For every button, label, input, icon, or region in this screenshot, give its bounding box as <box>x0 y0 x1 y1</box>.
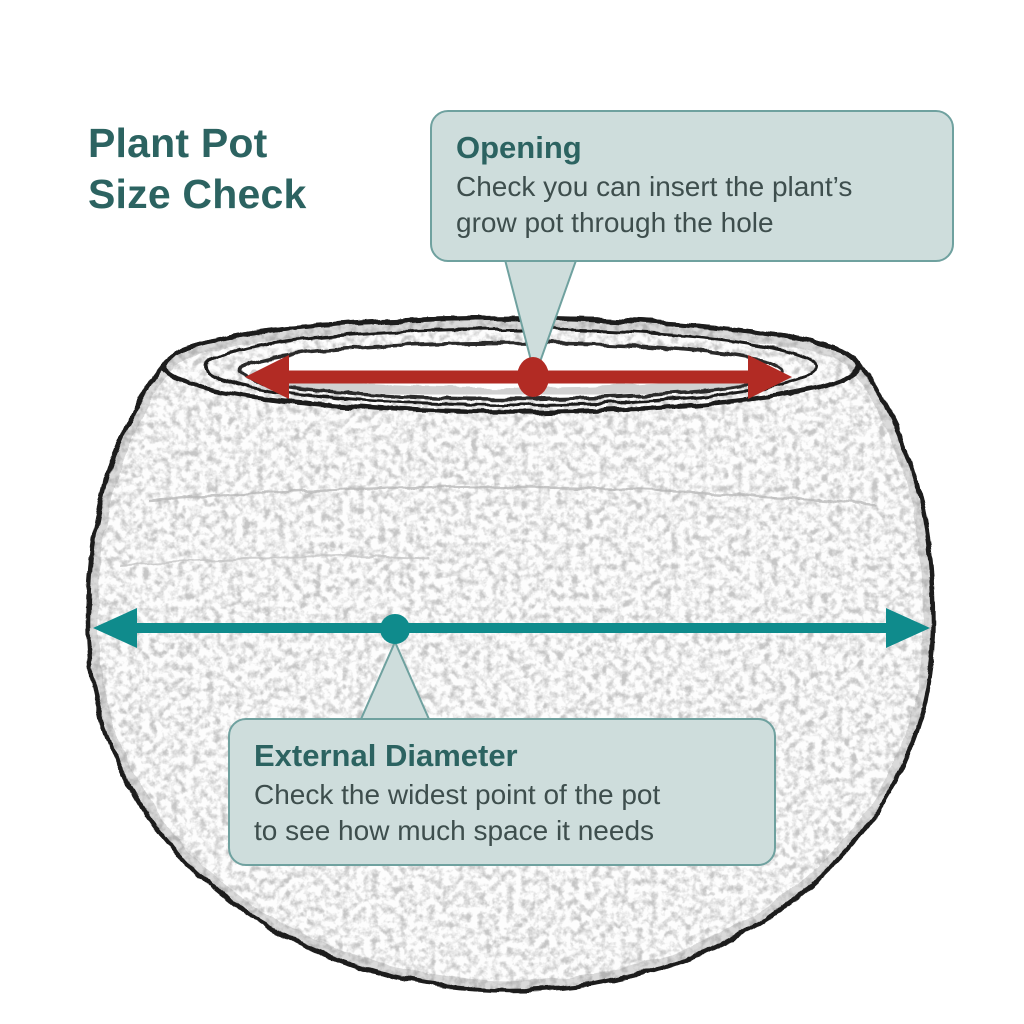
page-title: Plant Pot Size Check <box>88 118 307 221</box>
opening-callout-body: Check you can insert the plant’s grow po… <box>456 171 853 238</box>
diameter-arrow <box>93 608 930 648</box>
opening-arrow <box>245 355 792 399</box>
opening-callout-heading: Opening <box>456 130 582 165</box>
sketch-line-2 <box>119 555 431 566</box>
external-diameter-callout-heading: External Diameter <box>254 738 518 773</box>
pot-rim-inner-edge <box>204 327 818 407</box>
diameter-arrowhead-right <box>886 608 930 648</box>
page-title-line1: Plant Pot <box>88 120 268 166</box>
opening-midpoint-dot <box>517 357 549 397</box>
opening-arrowhead-left <box>245 355 289 399</box>
diameter-arrowhead-left <box>93 608 137 648</box>
page-title-line2: Size Check <box>88 171 307 218</box>
opening-arrowhead-right <box>748 355 792 399</box>
opening-callout: Opening Check you can insert the plant’s… <box>430 110 954 262</box>
sketch-line-1 <box>149 485 877 507</box>
external-diameter-callout: External Diameter Check the widest point… <box>228 718 776 866</box>
pot-rim-outer-edge <box>160 315 862 415</box>
external-diameter-callout-body: Check the widest point of the pot to see… <box>254 779 661 846</box>
pot-texture <box>88 318 934 990</box>
diameter-midpoint-dot <box>380 614 410 644</box>
